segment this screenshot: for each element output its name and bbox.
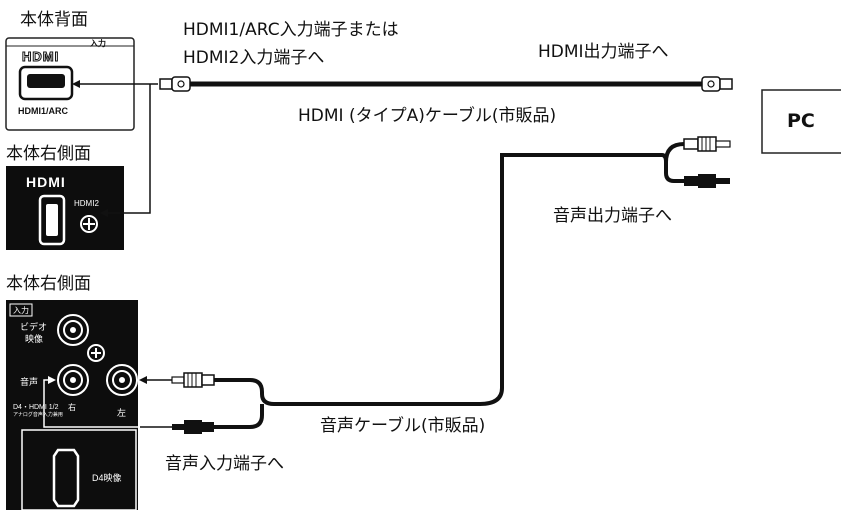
av-d4-port-label: D4映像 [92,473,122,483]
rear-port-label: HDMI1/ARC [18,106,69,116]
side-hdmi-logo: HDMI [26,174,66,190]
pc-box [761,89,841,154]
rca-plug-white-tv [171,372,215,388]
rca-plug-red-tv [172,420,214,434]
rear-input-header: 入力 [90,39,106,48]
hdmi2-arrow-line [108,84,151,214]
audio-right-arrow-line [43,379,172,428]
right-side-title-2: 本体右側面 [6,274,91,294]
av-d4-label-2: アナログ音声入力兼用 [13,412,63,418]
rca-plug-white-pc [683,136,731,152]
side-hdmi-port-label: HDMI2 [74,199,99,208]
hdmi-cable-label: HDMI (タイプA)ケーブル(市販品) [298,106,557,126]
av-left-label: 左 [117,408,127,418]
av-d4-label-1: D4・HDMI 1/2 [13,404,59,411]
hdmi-plug-right [701,76,733,92]
audio-cable-label: 音声ケーブル(市販品) [320,416,486,436]
input-tag-box [9,303,33,317]
audio-input-label: 音声入力端子へ [165,454,284,474]
hdmi-plug-left [159,76,191,92]
pc-label: PC [787,110,815,132]
hdmi-output-label: HDMI出力端子へ [538,42,669,62]
av-audio-label: 音声 [20,377,39,387]
rca-plug-red-pc [684,174,730,188]
rear-hdmi-port-inner [27,74,65,88]
hdmi-input-label-line2: HDMI2入力端子へ [183,48,325,68]
hdmi-input-label-line1: HDMI1/ARC入力端子または [183,20,399,40]
audio-cable-line [213,142,685,406]
av-input-tag: 入力 [13,306,29,315]
av-right-label: 右 [68,403,76,412]
audio-output-label: 音声出力端子へ [553,206,672,226]
av-video-label-2: 映像 [25,334,44,344]
side-hdmi-port-inner [46,204,58,236]
d4-port [52,448,80,508]
av-video-label-1: ビデオ [20,322,48,332]
rear-hdmi-logo: HDMI [21,49,60,65]
rear-panel-title: 本体背面 [20,10,88,30]
right-side-title-1: 本体右側面 [6,144,91,164]
